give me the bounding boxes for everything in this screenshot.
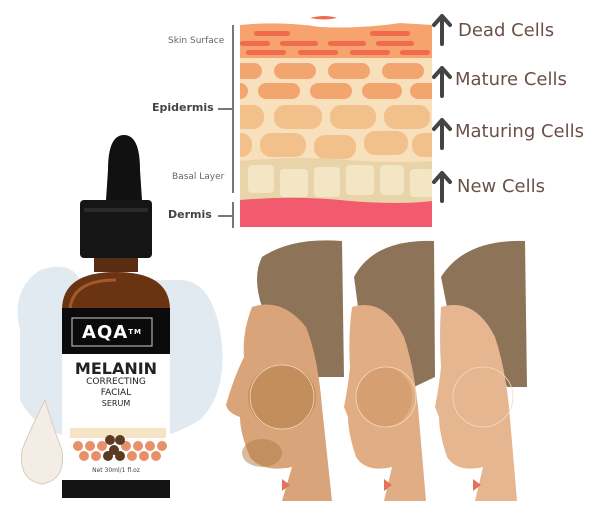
product-line-correcting: CORRECTING xyxy=(86,377,146,387)
dermis-label: Dermis xyxy=(168,208,212,221)
skin-layers-diagram xyxy=(240,15,432,227)
bottle-illustration xyxy=(17,135,223,498)
trademark: TM xyxy=(128,328,142,336)
product-name: MELANIN xyxy=(74,359,158,378)
face-before xyxy=(222,237,344,501)
arrow-up-icon xyxy=(432,66,452,98)
arrow-up-icon xyxy=(432,14,452,46)
product-line-serum: SERUM xyxy=(101,399,131,408)
product-label-text: MELANIN CORRECTING FACIAL SERUM xyxy=(62,360,170,409)
epidermis-bracket xyxy=(232,25,234,193)
maturing-cells-label: Maturing Cells xyxy=(455,121,585,142)
epidermis-tick xyxy=(218,108,232,110)
mature-cells-label: Mature Cells xyxy=(455,69,567,90)
skin-layers-illustration xyxy=(240,16,432,227)
dermis-tick xyxy=(218,215,232,217)
product-volume: Net 30ml/1 fl.oz xyxy=(92,467,140,474)
arrow-up-icon xyxy=(432,171,452,203)
arrow-up-icon xyxy=(432,118,452,150)
dermis-bracket xyxy=(232,202,234,228)
new-cells-label: New Cells xyxy=(457,176,546,197)
face-during xyxy=(344,237,435,501)
face-after xyxy=(435,237,527,501)
basal-layer-label: Basal Layer xyxy=(172,172,225,182)
before-after-faces xyxy=(222,237,527,501)
epidermis-label: Epidermis xyxy=(152,101,214,114)
dead-cells-label: Dead Cells xyxy=(458,20,555,41)
skin-surface-label: Skin Surface xyxy=(168,36,225,46)
brand-name: AQA xyxy=(82,321,129,343)
product-line-facial: FACIAL xyxy=(100,388,132,398)
